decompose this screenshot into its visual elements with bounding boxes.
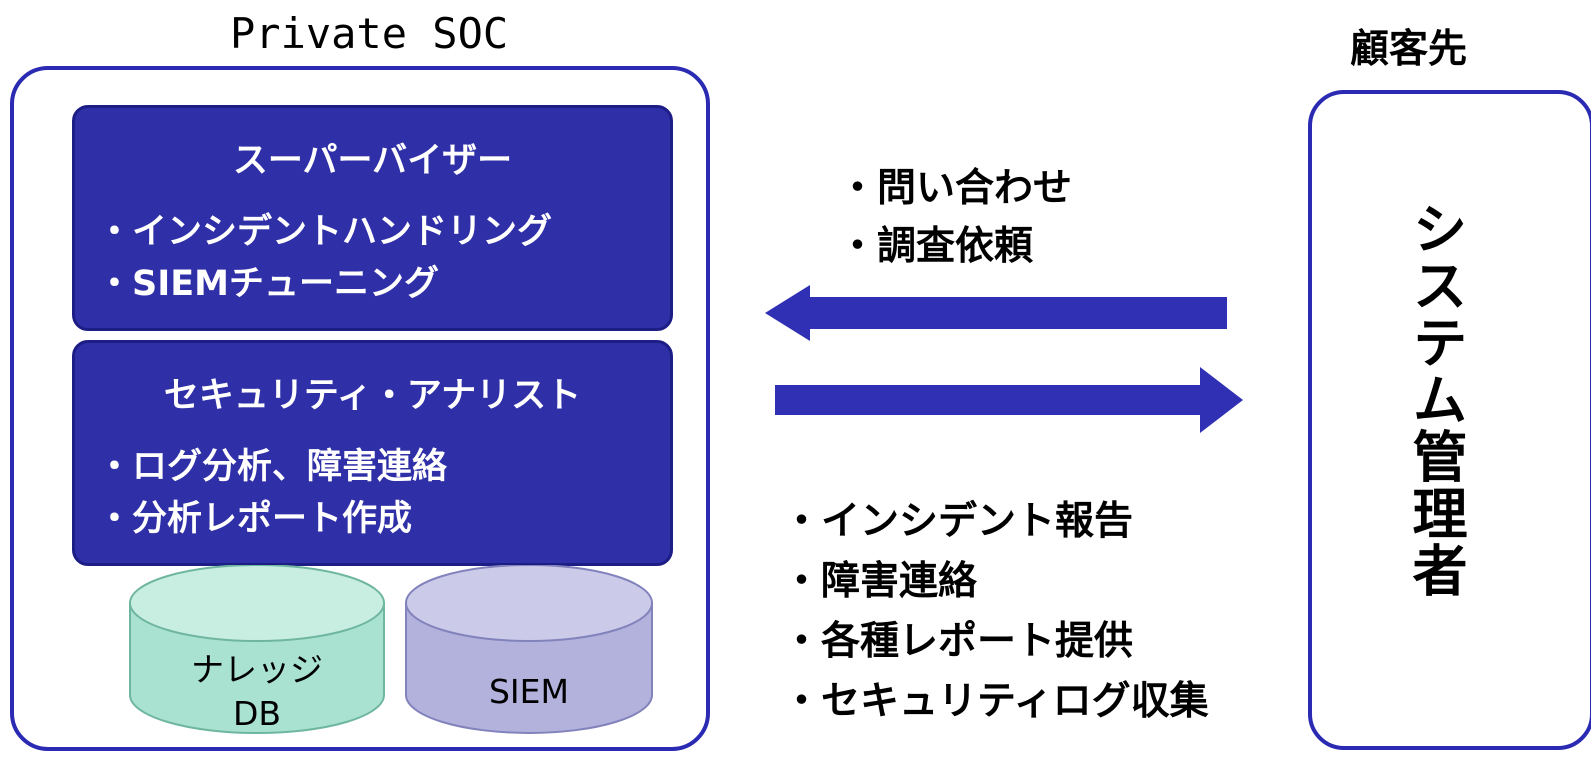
knowledge-db-cylinder — [129, 565, 385, 734]
analyst-duty-item: ・ログ分析、障害連絡 — [97, 447, 448, 487]
analyst-duty-item: ・分析レポート作成 — [97, 499, 413, 539]
inquiry-item: ・問い合わせ — [838, 166, 1073, 211]
inquiry-item: ・調査依頼 — [838, 224, 1034, 269]
siem-db-label: SIEM — [488, 672, 569, 711]
supervisor-duties: ・インシデントハンドリング ・SIEMチューニング — [97, 206, 552, 310]
supervisor-title: スーパーバイザー — [232, 141, 513, 181]
supervisor-duty-item: ・SIEMチューニング — [97, 264, 439, 304]
client-title: 顧客先 — [1350, 27, 1468, 72]
inquiry-list: ・問い合わせ ・調査依頼 — [838, 160, 1072, 276]
service-item: ・インシデント報告 — [782, 499, 1134, 544]
supervisor-box: スーパーバイザー ・インシデントハンドリング ・SIEMチューニング — [72, 105, 673, 331]
security-analyst-title: セキュリティ・アナリスト — [163, 376, 582, 416]
supervisor-duty-item: ・インシデントハンドリング — [97, 212, 553, 252]
security-analyst-box: セキュリティ・アナリスト ・ログ分析、障害連絡 ・分析レポート作成 — [72, 340, 673, 566]
flow-arrows — [765, 285, 1243, 433]
client-box — [1308, 90, 1591, 750]
service-item: ・障害連絡 — [782, 559, 978, 604]
private-soc-title: Private SOC — [230, 9, 509, 58]
service-list: ・インシデント報告 ・障害連絡 ・各種レポート提供 ・セキュリティログ収集 — [782, 492, 1209, 732]
knowledge-db-label-line1: ナレッジ — [191, 650, 323, 689]
knowledge-db-label: ナレッジ DB — [130, 648, 384, 736]
security-analyst-duties: ・ログ分析、障害連絡 ・分析レポート作成 — [97, 441, 447, 545]
service-item: ・各種レポート提供 — [782, 619, 1134, 664]
database-cylinders — [129, 565, 653, 734]
system-administrator-label: システム管理者 — [1403, 200, 1467, 599]
arrow-right-icon — [775, 367, 1243, 433]
service-item: ・セキュリティログ収集 — [782, 679, 1209, 724]
siem-db-cylinder — [405, 565, 653, 734]
arrow-left-icon — [765, 285, 1227, 341]
knowledge-db-label-line2: DB — [232, 694, 282, 733]
